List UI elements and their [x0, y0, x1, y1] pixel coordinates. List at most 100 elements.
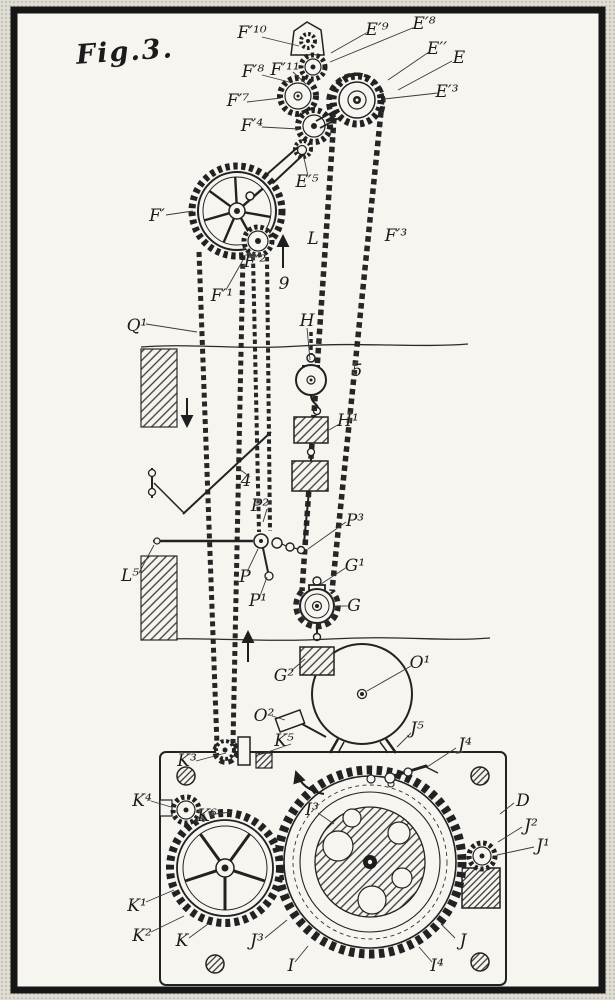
label-f-prime: F′	[149, 206, 165, 226]
label-g2: G²	[273, 666, 295, 686]
label-p2: P²	[250, 496, 270, 516]
label-j4: J⁴	[458, 735, 472, 755]
label-p: P	[239, 567, 251, 587]
label-9: 9	[278, 274, 290, 294]
label-e8: E′⁸	[412, 14, 436, 34]
label-f11: F′¹¹	[270, 60, 300, 80]
label-e11: E′′	[426, 39, 448, 59]
label-l5: L⁵	[120, 566, 140, 586]
wall-section-lower	[140, 555, 178, 641]
link-p1	[262, 547, 269, 573]
label-q1: Q¹	[126, 316, 148, 336]
bolt-hole	[470, 952, 490, 972]
label-j3: J³	[250, 931, 264, 951]
label-k1: K¹	[127, 896, 147, 916]
gear-k1-spokes	[184, 833, 266, 910]
wheel-f-spokes	[203, 176, 271, 243]
hammer-o2	[274, 709, 306, 733]
label-p1: P¹	[248, 591, 268, 611]
direction-arrows	[180, 234, 325, 795]
rotation-arrow	[293, 770, 325, 795]
gong-o1-assembly	[274, 643, 413, 754]
stand-leg-j5	[384, 738, 398, 754]
bolt-hole	[176, 766, 196, 786]
label-g: G	[347, 596, 361, 616]
lightening-hole	[342, 808, 362, 828]
label-j: J	[459, 931, 467, 951]
linkage-assembly	[147, 431, 306, 581]
label-4: 4	[240, 471, 252, 491]
chain-left-strand	[230, 254, 246, 744]
bolt-hole	[470, 766, 490, 786]
gear-e8	[298, 52, 328, 82]
weight-h1-lower	[291, 460, 329, 492]
label-g1: G¹	[344, 556, 366, 576]
label-k6: K⁶	[197, 806, 217, 826]
label-e5: E′⁵	[295, 172, 319, 192]
weight-g2	[299, 646, 335, 676]
stand-leg	[328, 738, 340, 754]
label-h1: H¹	[337, 411, 359, 431]
bearing-block-d	[461, 867, 501, 909]
coupling-p3	[271, 537, 283, 549]
chain-left-strand	[196, 251, 220, 746]
chain-middle-strand	[251, 255, 261, 533]
link-rod-4	[182, 431, 272, 515]
coupling-p3	[296, 545, 306, 555]
hoist-g-assembly	[299, 576, 335, 676]
label-e9: E′⁹	[365, 20, 389, 40]
label-l: L	[307, 229, 319, 249]
lightening-hole	[387, 821, 411, 845]
ground-line-upper	[140, 343, 469, 348]
label-j5: J⁵	[410, 719, 424, 739]
label-k4: K⁴	[132, 791, 152, 811]
label-o1: O¹	[409, 653, 431, 673]
wall-and-ground	[140, 343, 491, 641]
drive-chains	[196, 72, 386, 765]
crank-pin	[245, 191, 255, 201]
sprocket-e3	[329, 72, 385, 128]
label-i3: I³	[305, 800, 319, 820]
label-f3: F′³	[384, 226, 408, 246]
lightening-hole	[357, 885, 387, 915]
label-p3: P³	[345, 511, 365, 531]
leader-lines	[138, 26, 535, 963]
gear-f7	[277, 75, 319, 117]
bolt-hole	[205, 954, 225, 974]
bracket-k3	[237, 736, 251, 766]
label-e: E	[452, 48, 466, 68]
chain-right-strand-f3	[329, 111, 384, 592]
spoked-gear-k1	[166, 809, 284, 927]
figure-caption: Fig.3.	[75, 33, 175, 71]
label-j1: J¹	[536, 836, 550, 856]
pinion-j1	[466, 840, 498, 872]
lightening-hole	[322, 830, 354, 862]
label-f7: F′⁷	[226, 91, 250, 111]
label-j2: J²	[524, 816, 538, 836]
label-f10: F′¹⁰	[237, 23, 267, 43]
ground-line-lower	[140, 637, 491, 641]
label-f1: F′¹	[210, 286, 234, 306]
label-e3: E′³	[435, 82, 459, 102]
label-k5: K⁵	[274, 731, 294, 751]
pinion-k4	[159, 794, 202, 826]
wall-section-upper	[140, 348, 178, 428]
sprocket-f2	[241, 224, 275, 258]
label-i4: I⁴	[430, 956, 444, 976]
label-f4: F′⁴	[240, 116, 264, 136]
chain-middle-strand	[265, 256, 272, 532]
coupling-p3	[285, 542, 295, 552]
label-h: H	[299, 311, 315, 331]
hoist-h-assembly	[291, 332, 329, 544]
crank-wheel-f	[188, 144, 308, 260]
label-k2: K²	[132, 926, 152, 946]
label-k: K	[175, 931, 189, 951]
label-o2: O²	[253, 706, 275, 726]
pawl-j4	[384, 764, 439, 784]
label-f2: F′²	[243, 252, 267, 272]
label-f8: F′⁸	[241, 62, 265, 82]
label-5: 5	[351, 361, 363, 381]
